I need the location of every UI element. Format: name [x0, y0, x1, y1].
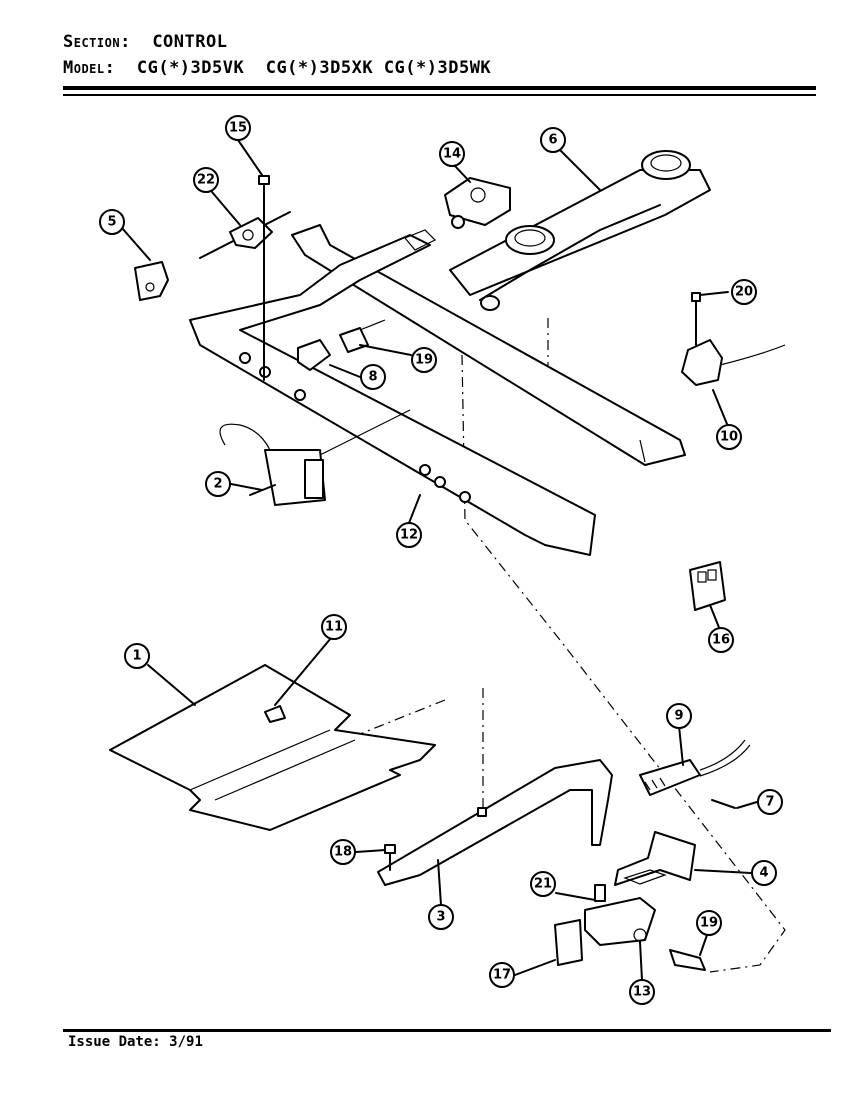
callout-5: 5 [99, 209, 125, 235]
callout-label-22: 22 [197, 173, 215, 188]
header-rule-thin [63, 94, 816, 96]
model-heading: Model: CG(*)3D5VK CG(*)3D5XK CG(*)3D5WK [63, 58, 491, 78]
callout-16: 16 [708, 627, 734, 653]
footer-rule [63, 1029, 831, 1032]
callout-6: 6 [540, 127, 566, 153]
callout-label-17: 17 [493, 968, 511, 983]
callout-leaders [121, 139, 758, 981]
spark-module [689, 561, 726, 611]
valve-stem [199, 211, 291, 259]
callout-label-7: 7 [765, 795, 774, 810]
model-number-1: CG(*)3D5VK [136, 58, 245, 78]
callout-label-19-upper: 19 [415, 353, 433, 368]
callout-label-21: 21 [534, 877, 552, 892]
burner-assembly [449, 150, 711, 311]
callout-18: 18 [330, 839, 356, 865]
section-value: CONTROL [152, 32, 228, 52]
gas-valve [444, 177, 511, 229]
callout-4: 4 [751, 860, 777, 886]
callout-label-15: 15 [229, 121, 247, 136]
callout-12: 12 [396, 522, 422, 548]
callout-label-12: 12 [400, 528, 418, 543]
header-rule-thick [63, 86, 816, 90]
callout-label-11: 11 [325, 620, 343, 635]
callout-19-lower: 19 [696, 910, 722, 936]
screw [258, 175, 270, 381]
callout-label-18: 18 [334, 845, 352, 860]
callout-1: 1 [124, 643, 150, 669]
model-label: Model: [63, 58, 116, 78]
callout-label-9: 9 [674, 709, 683, 724]
callout-label-8: 8 [368, 370, 377, 385]
callout-22: 22 [193, 167, 219, 193]
mounting-bracket [134, 261, 169, 301]
callout-7: 7 [757, 789, 783, 815]
sensor-bracket [614, 831, 696, 886]
callout-label-4: 4 [759, 866, 768, 881]
callout-label-16: 16 [712, 633, 730, 648]
section-label: Section: [63, 32, 131, 52]
callout-3: 3 [428, 904, 454, 930]
callout-21: 21 [530, 871, 556, 897]
callout-label-13: 13 [633, 985, 651, 1000]
callout-2: 2 [205, 471, 231, 497]
callout-11: 11 [321, 614, 347, 640]
manifold-pipe [189, 229, 596, 556]
callout-15: 15 [225, 115, 251, 141]
callout-label-2: 2 [213, 477, 222, 492]
callout-19-upper: 19 [411, 347, 437, 373]
issue-date: Issue Date: 3/91 [68, 1034, 203, 1050]
callout-label-6: 6 [548, 133, 557, 148]
callout-label-1: 1 [132, 649, 141, 664]
electrode-sensor [639, 739, 751, 809]
callout-label-19-lower: 19 [700, 916, 718, 931]
callout-label-10: 10 [720, 430, 738, 445]
callout-14: 14 [439, 141, 465, 167]
regulator-valve [297, 319, 386, 371]
callout-label-3: 3 [436, 910, 445, 925]
model-number-3: CG(*)3D5WK [383, 58, 492, 78]
callout-20: 20 [731, 279, 757, 305]
burner-tube [377, 759, 613, 886]
callout-label-5: 5 [107, 215, 116, 230]
issue-date-label: Issue Date: [68, 1034, 161, 1050]
section-heading: Section: CONTROL [63, 32, 227, 52]
ignitor-switch [681, 292, 786, 386]
issue-date-value: 3/91 [169, 1034, 203, 1050]
callout-13: 13 [629, 979, 655, 1005]
model-number-2: CG(*)3D5XK [265, 58, 374, 78]
thermostat [219, 409, 411, 506]
safety-valve [554, 884, 706, 971]
callout-8: 8 [360, 364, 386, 390]
callout-9: 9 [666, 703, 692, 729]
callout-label-14: 14 [443, 147, 461, 162]
manifold-bracket [291, 224, 686, 466]
callout-17: 17 [489, 962, 515, 988]
callout-label-20: 20 [735, 285, 753, 300]
heat-shield [109, 664, 436, 831]
callout-10: 10 [716, 424, 742, 450]
